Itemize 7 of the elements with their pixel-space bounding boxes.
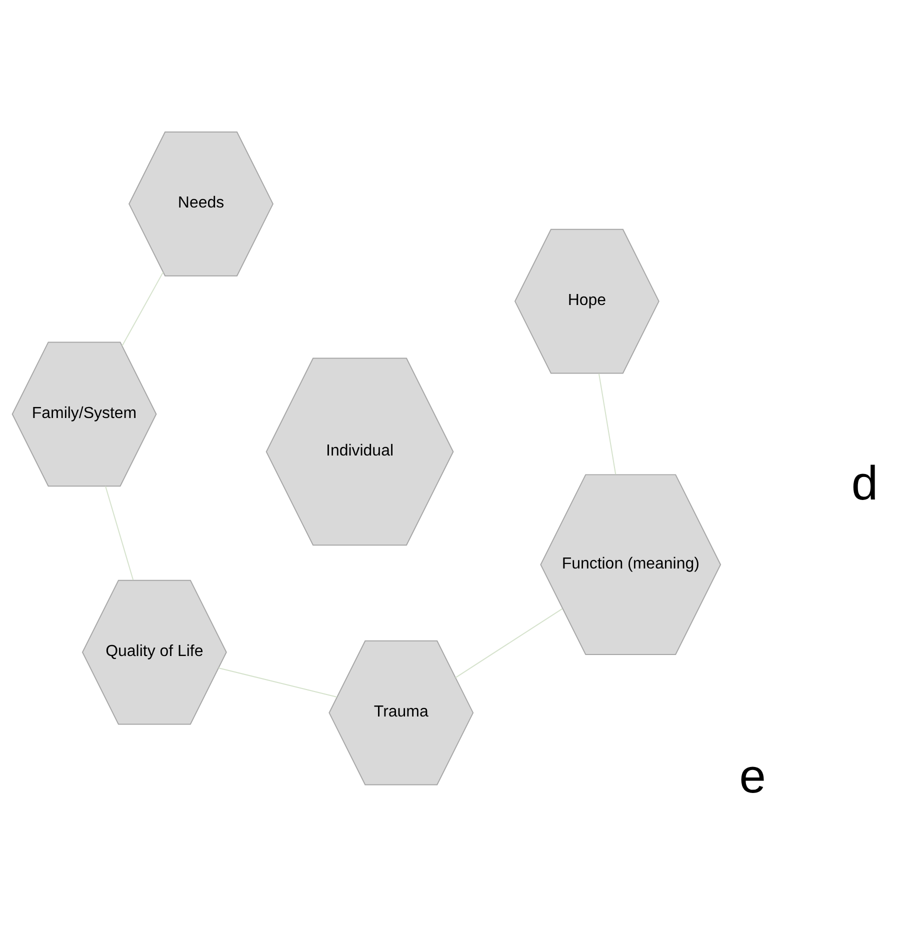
connector xyxy=(122,272,164,346)
connector xyxy=(455,608,563,678)
label: d xyxy=(851,457,878,510)
label: e xyxy=(739,750,766,804)
connector xyxy=(598,373,616,475)
connector xyxy=(105,486,134,580)
connector xyxy=(218,668,338,698)
